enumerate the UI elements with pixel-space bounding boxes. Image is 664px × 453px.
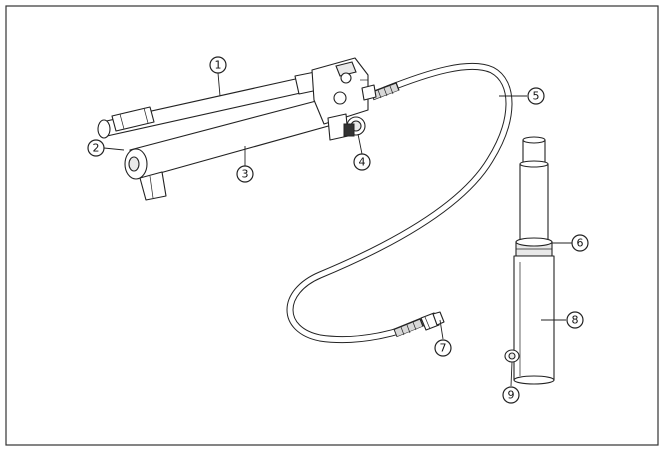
- hand-pump: [97, 57, 377, 201]
- pump-handle: [97, 71, 319, 139]
- callout-7-label: 7: [440, 342, 447, 355]
- callout-3-label: 3: [242, 168, 249, 181]
- callout-1: 1: [209, 56, 227, 74]
- leader-lines: [103, 72, 572, 387]
- hydraulic-hose: [286, 62, 513, 344]
- callout-9-label: 9: [508, 389, 515, 402]
- callout-4-label: 4: [359, 156, 366, 169]
- callout-3: 3: [236, 165, 254, 183]
- callout-5: 5: [527, 87, 545, 105]
- callout-2-label: 2: [93, 142, 100, 155]
- callout-1-label: 1: [215, 59, 222, 72]
- diagram-frame: [5, 5, 659, 446]
- callout-2: 2: [87, 139, 105, 157]
- callout-9: 9: [502, 386, 520, 404]
- callout-4: 4: [353, 153, 371, 171]
- pump-head: [311, 57, 377, 125]
- hose-coupler: [420, 311, 445, 331]
- hydraulic-ram: [504, 136, 555, 385]
- callout-8-label: 8: [572, 314, 579, 327]
- callout-5-label: 5: [533, 90, 540, 103]
- callout-6: 6: [571, 234, 589, 252]
- release-valve: [327, 113, 366, 141]
- callout-6-label: 6: [577, 237, 584, 250]
- callout-7: 7: [434, 339, 452, 357]
- callout-8: 8: [566, 311, 584, 329]
